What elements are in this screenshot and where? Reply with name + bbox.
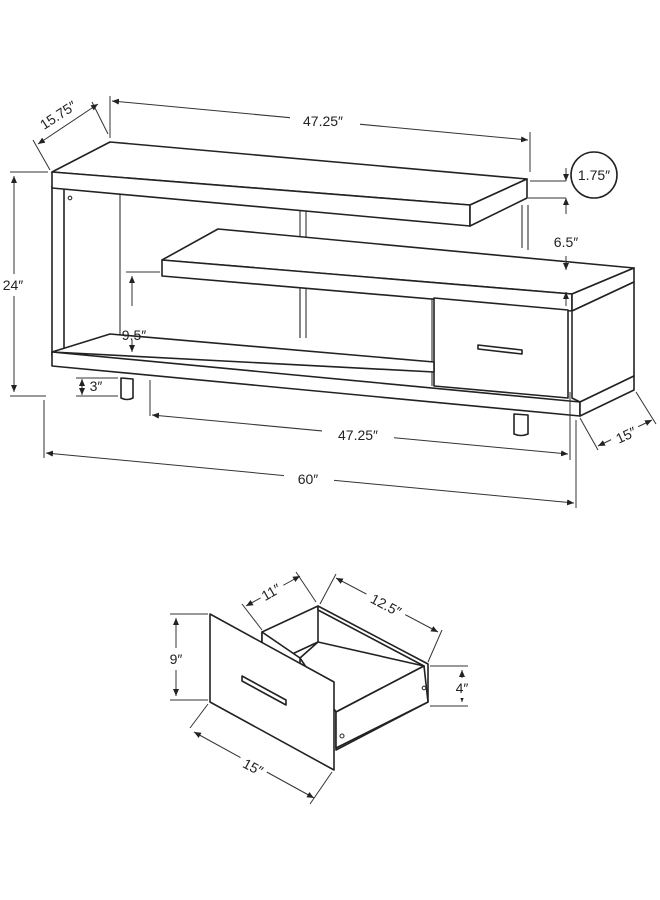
dim-drawer-side-height-extension bbox=[430, 665, 468, 707]
dim-overall-width-extension bbox=[43, 400, 577, 508]
dim-drawer-width-bg bbox=[254, 574, 288, 606]
dim-top-width-bg bbox=[290, 108, 360, 132]
leg-right bbox=[513, 413, 529, 437]
dim-leg-extension bbox=[76, 377, 118, 397]
dim-top-depth-bg bbox=[32, 92, 86, 138]
inner-left-panel bbox=[63, 187, 121, 353]
dim-drawer-side-height-label: 4″ bbox=[456, 680, 469, 696]
dim-thickness-callout-circle bbox=[570, 151, 618, 199]
dim-top-depth-line bbox=[37, 103, 99, 145]
dim-base-depth-extension bbox=[579, 391, 657, 451]
dim-drawer-front-width-extension bbox=[189, 703, 333, 805]
top-support-post bbox=[521, 205, 529, 250]
dim-thickness-extension bbox=[528, 180, 566, 199]
dim-base-depth-label: 15″ bbox=[613, 423, 638, 446]
dim-drawer-front-height-bg bbox=[164, 648, 188, 670]
base-top bbox=[51, 333, 435, 373]
dim-drawer-front-height-extension bbox=[170, 613, 208, 701]
cam-lock-left bbox=[67, 195, 73, 201]
drawer-right-side-face bbox=[335, 665, 429, 749]
dim-gap-label: 6.5″ bbox=[554, 234, 578, 250]
dim-drawer-depth-extension bbox=[319, 573, 443, 663]
top-shelf-side bbox=[469, 178, 528, 227]
leg-left bbox=[120, 377, 134, 401]
dim-base-width-label: 47.25″ bbox=[338, 427, 378, 443]
dim-height-extension bbox=[10, 171, 48, 397]
dim-top-width-extension bbox=[109, 96, 531, 172]
tv-stand-drawing bbox=[51, 141, 635, 437]
drawer-screw-right bbox=[421, 685, 427, 691]
drawer-front-handle bbox=[241, 675, 287, 706]
drawer-dimensions: 11″ 12.5″ 9″ 4″ 15″ bbox=[164, 571, 474, 805]
dim-overall-width-label: 60″ bbox=[298, 471, 319, 487]
dim-top-width-label: 47.25″ bbox=[303, 113, 343, 129]
dim-drawer-front-width-bg bbox=[235, 750, 271, 782]
drawer-handle bbox=[477, 344, 523, 355]
dim-base-width-extension bbox=[149, 380, 571, 460]
dim-overall-width-bg bbox=[284, 466, 334, 490]
dim-height-bg bbox=[0, 274, 28, 296]
dim-opening-label: 9.5″ bbox=[122, 327, 146, 343]
dim-drawer-side-height-bg bbox=[450, 678, 474, 698]
dim-thickness-label: 1.75″ bbox=[578, 167, 610, 183]
dim-base-width-bg bbox=[322, 422, 394, 446]
dim-height-label: 24″ bbox=[3, 277, 24, 293]
drawer-drawing bbox=[209, 605, 429, 771]
dim-base-depth-bg bbox=[607, 418, 643, 450]
left-panel bbox=[51, 185, 65, 357]
base-side bbox=[579, 375, 635, 417]
dim-drawer-depth-bg bbox=[361, 584, 411, 624]
dim-drawer-front-height-label: 9″ bbox=[170, 651, 183, 667]
dim-leg-label: 3″ bbox=[90, 378, 103, 394]
drawer-screw-front bbox=[339, 733, 345, 739]
